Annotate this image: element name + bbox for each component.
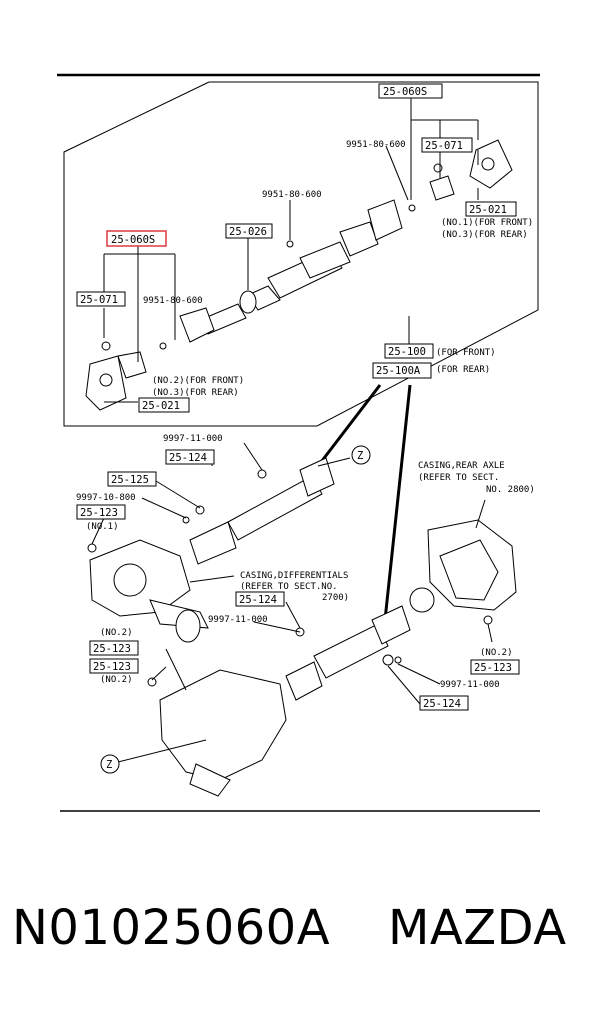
svg-text:Z: Z [357,450,363,462]
svg-text:25-021: 25-021 [142,400,180,412]
footer: N01025060A MAZDA [0,900,600,980]
svg-text:25-125: 25-125 [111,474,149,486]
label-25-021-top[interactable]: 25-021 [465,201,517,217]
z-marker-top: Z [351,445,371,465]
label-25-123-d[interactable]: 25-123 [470,659,520,675]
note-no2-for-front: (NO.2)(FOR FRONT) [152,376,244,386]
note-no3-for-rear-b: (NO.3)(FOR REAR) [152,388,239,398]
pointer-front-shaft [316,384,382,467]
note-casing-rear-2: (REFER TO SECT. [418,473,499,483]
leader-lines-top [103,96,479,403]
note-for-rear: (FOR REAR) [436,365,490,375]
svg-text:25-123: 25-123 [80,507,118,519]
label-25-123-a[interactable]: 25-123 [76,504,126,520]
svg-text:25-026: 25-026 [229,226,267,238]
label-25-071-top[interactable]: 25-071 [421,137,473,153]
label-25-060s-top[interactable]: 25-060S [378,83,443,99]
propeller-shaft-detail [85,139,513,411]
note-casing-rear-1: CASING,REAR AXLE [418,461,505,471]
label-25-124-a[interactable]: 25-124 [165,449,215,465]
label-25-123-c[interactable]: 25-123 [89,658,139,674]
svg-text:25-124: 25-124 [169,452,207,464]
parts-diagram: 25-060S 9951-80-600 25-071 25-021 (NO.1)… [57,73,540,812]
note-9997-11-000-b: 9997-11-000 [208,615,268,625]
svg-text:25-071: 25-071 [425,140,463,152]
note-9997-10-800: 9997-10-800 [76,493,136,503]
note-9997-11-000-c: 9997-11-000 [440,680,500,690]
label-25-100a[interactable]: 25-100A [372,362,432,379]
label-25-021-left[interactable]: 25-021 [138,397,190,413]
label-25-124-b[interactable]: 25-124 [235,591,285,607]
note-9951-80-600-c: 9951-80-600 [143,296,203,306]
brand-name: MAZDA [388,900,567,956]
label-25-100[interactable]: 25-100 [384,343,434,359]
svg-text:25-124: 25-124 [239,594,277,606]
label-25-123-b[interactable]: 25-123 [89,640,139,656]
note-9997-11-000-a: 9997-11-000 [163,434,223,444]
note-for-front: (FOR FRONT) [436,348,496,358]
svg-text:25-123: 25-123 [474,662,512,674]
leader-lines-bottom [91,442,493,763]
svg-text:25-021: 25-021 [469,204,507,216]
label-25-071-left[interactable]: 25-071 [76,291,126,307]
svg-text:25-071: 25-071 [80,294,118,306]
label-25-060s-highlighted[interactable]: 25-060S [106,230,167,247]
note-no1-for-front: (NO.1)(FOR FRONT) [441,218,533,228]
svg-text:25-060S: 25-060S [383,86,427,98]
svg-text:Z: Z [106,759,112,771]
pointer-rear-shaft [383,384,412,621]
label-25-124-c[interactable]: 25-124 [419,695,469,711]
label-25-125[interactable]: 25-125 [107,471,157,487]
note-casing-rear-3: NO. 2800) [486,485,535,495]
note-casing-diff-2: (REFER TO SECT.NO. [240,582,338,592]
note-9951-80-600-b: 9951-80-600 [262,190,322,200]
part-number: N01025060A [12,900,331,956]
note-casing-diff-3: 2700) [322,593,349,603]
note-no3-for-rear: (NO.3)(FOR REAR) [441,230,528,240]
z-marker-bottom: Z [100,754,120,774]
svg-text:25-100A: 25-100A [376,365,421,377]
note-no2-c: (NO.2) [480,648,513,658]
lower-assembly [87,457,517,797]
svg-text:25-123: 25-123 [93,661,131,673]
svg-text:25-060S: 25-060S [111,234,155,246]
note-casing-diff-1: CASING,DIFFERENTIALS [240,571,348,581]
svg-text:25-100: 25-100 [388,346,426,358]
note-no2-a: (NO.2) [100,628,133,638]
note-no1: (NO.1) [86,522,119,532]
svg-text:25-124: 25-124 [423,698,461,710]
detail-outline [63,81,539,427]
note-no2-b: (NO.2) [100,675,133,685]
note-9951-80-600-a: 9951-80-600 [346,140,406,150]
svg-text:25-123: 25-123 [93,643,131,655]
label-25-026[interactable]: 25-026 [225,223,273,239]
